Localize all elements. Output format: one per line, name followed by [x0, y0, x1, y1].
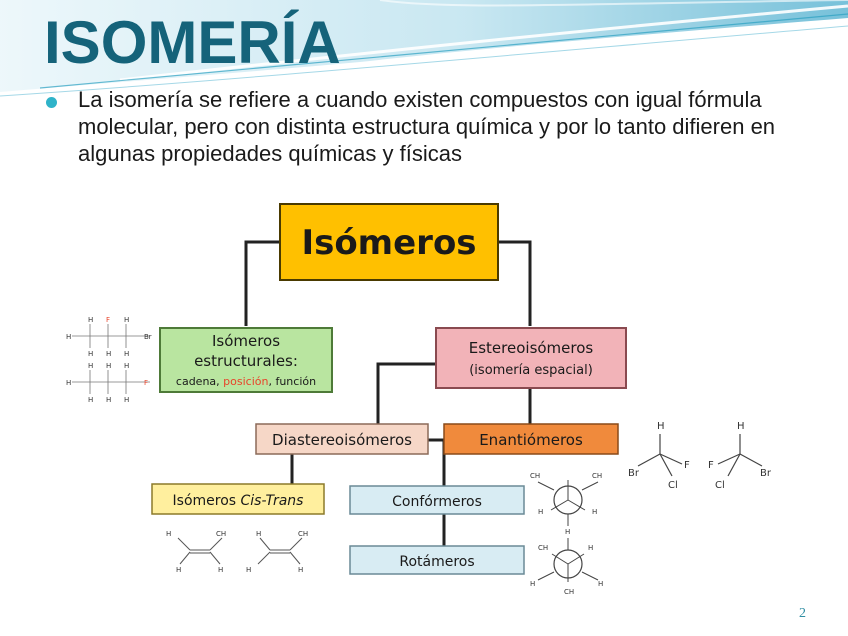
atom-h: H	[66, 379, 71, 387]
atom-ch3: CH	[592, 472, 602, 480]
stereo-line2: (isomería espacial)	[469, 363, 593, 378]
atom-cl: Cl	[715, 480, 725, 491]
atom-h: H	[88, 396, 93, 404]
structural-line1: Isómeros	[212, 332, 280, 350]
cis-trans-prefix: Isómeros	[173, 493, 241, 509]
structural-atoms: H H F H H H H Br H H H H H H H F	[66, 316, 152, 404]
newman-projection-1	[537, 480, 599, 526]
structural-line2: estructurales:	[194, 352, 298, 370]
atom-f: F	[708, 460, 714, 471]
atom-h: H	[88, 350, 93, 358]
conformeros-box	[349, 485, 525, 515]
atom-cl: Cl	[668, 480, 678, 491]
cis-trans-box	[151, 483, 325, 515]
rotameros-box	[349, 545, 525, 575]
atom-h: H	[124, 350, 129, 358]
atom-h: H	[256, 530, 261, 538]
atom-h: H	[124, 316, 129, 324]
atom-h: H	[106, 350, 111, 358]
stereo-box	[435, 327, 627, 389]
subtype-position: posición	[223, 375, 268, 388]
enantio-box	[443, 423, 619, 455]
atom-h: H	[176, 566, 181, 574]
atom-h: H	[737, 421, 745, 432]
atom-h: H	[88, 362, 93, 370]
atom-h: H	[598, 580, 603, 588]
atom-h: H	[588, 544, 593, 552]
atom-h: H	[124, 396, 129, 404]
atom-ch3: CH	[564, 588, 574, 596]
atom-h3c: H	[246, 566, 251, 574]
structural-subtypes: cadena, posición, función	[176, 375, 316, 388]
structural-box	[159, 327, 333, 393]
structural-molecules	[72, 324, 150, 394]
atom-h: H	[565, 528, 570, 536]
atom-h: H	[66, 333, 71, 341]
cis-trans-term: Cis-Trans	[241, 493, 304, 509]
root-label: Isómeros	[301, 223, 476, 263]
atom-h: H	[657, 421, 665, 432]
enantiomer-molecule-1	[637, 434, 683, 477]
enantio-label: Enantiómeros	[479, 431, 583, 449]
atom-f: F	[684, 460, 690, 471]
atom-ch3: CH	[216, 530, 226, 538]
atom-h: H	[88, 316, 93, 324]
isomer-diagram: Isómeros Isómeros estructurales: cadena,…	[60, 196, 780, 606]
atom-br: Br	[628, 468, 640, 479]
atom-f: F	[144, 379, 148, 387]
atom-h: H	[106, 362, 111, 370]
atom-h: H	[592, 508, 597, 516]
rotameros-label: Rotámeros	[399, 554, 474, 570]
header-wave-banner	[0, 0, 848, 100]
page-number: 2	[799, 606, 806, 621]
subtype-chain: cadena,	[176, 375, 223, 388]
newman-projection-2	[537, 538, 599, 582]
enantiomer-molecule-2	[717, 434, 763, 477]
cis-trans-label: Isómeros Cis-Trans	[173, 493, 304, 509]
root-box	[279, 203, 499, 281]
atom-h: H	[106, 396, 111, 404]
atom-h: H	[124, 362, 129, 370]
bullet-text: La isomería se refiere a cuando existen …	[78, 87, 776, 166]
atom-ch3: CH	[538, 544, 548, 552]
atom-h3c: H	[166, 530, 171, 538]
bullet-icon	[46, 97, 57, 108]
atom-br: Br	[760, 468, 772, 479]
atom-br: Br	[144, 333, 152, 341]
diastereo-label: Diastereoisómeros	[272, 431, 412, 449]
conformeros-label: Confórmeros	[392, 494, 482, 510]
atom-h: H	[218, 566, 223, 574]
atom-f: F	[106, 316, 110, 324]
atom-h: H	[538, 508, 543, 516]
cis-trans-molecules	[177, 537, 303, 565]
atom-h: H	[530, 580, 535, 588]
atom-h: H	[298, 566, 303, 574]
atom-ch3: CH	[298, 530, 308, 538]
stereo-line1: Estereoisómeros	[469, 339, 594, 357]
diastereo-box	[255, 423, 429, 455]
atom-ch3: CH	[530, 472, 540, 480]
subtype-function: , función	[268, 375, 316, 388]
slide-title: ISOMERÍA	[44, 9, 341, 76]
